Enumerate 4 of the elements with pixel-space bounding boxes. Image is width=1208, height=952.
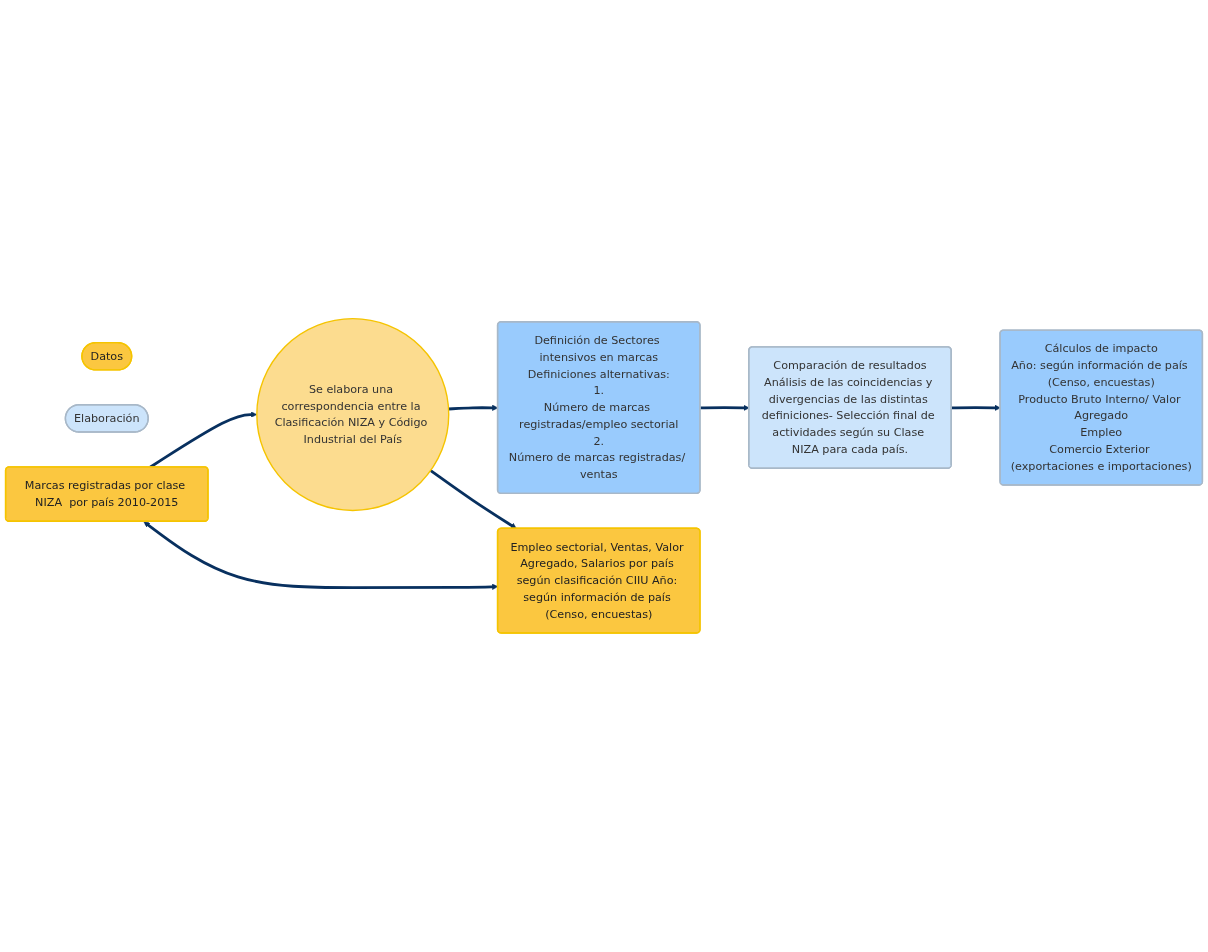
node-circle: Se elabora una correspondencia entre la Clasificación NIZA y Código Industrial del País <box>256 318 450 512</box>
arrow <box>429 469 517 530</box>
arrow <box>951 405 1001 412</box>
arrow <box>149 411 258 469</box>
